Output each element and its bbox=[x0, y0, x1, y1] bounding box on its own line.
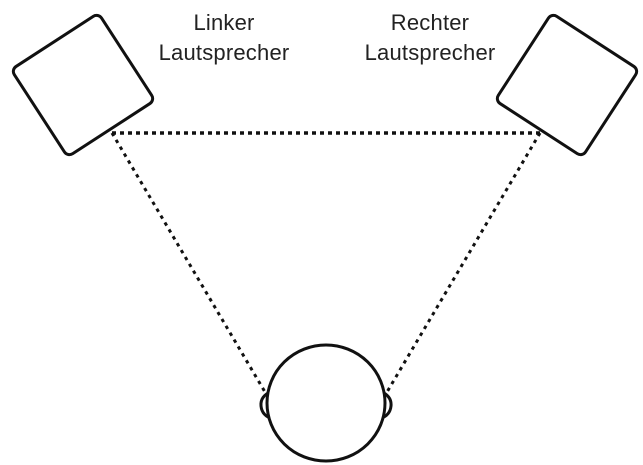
left-speaker-label-line1: Linker bbox=[193, 10, 255, 35]
left-speaker-label-line2: Lautsprecher bbox=[158, 40, 290, 65]
right-speaker-label: Rechter Lautsprecher bbox=[330, 8, 530, 68]
line-right-speaker-to-listener bbox=[385, 132, 542, 393]
right-speaker-box bbox=[495, 13, 639, 157]
line-left-speaker-to-listener bbox=[110, 132, 267, 393]
right-speaker-label-line1: Rechter bbox=[390, 10, 470, 35]
listener-head bbox=[265, 343, 387, 463]
left-speaker-box bbox=[11, 13, 155, 157]
left-speaker-label: Linker Lautsprecher bbox=[124, 8, 324, 68]
right-speaker-label-line2: Lautsprecher bbox=[364, 40, 496, 65]
